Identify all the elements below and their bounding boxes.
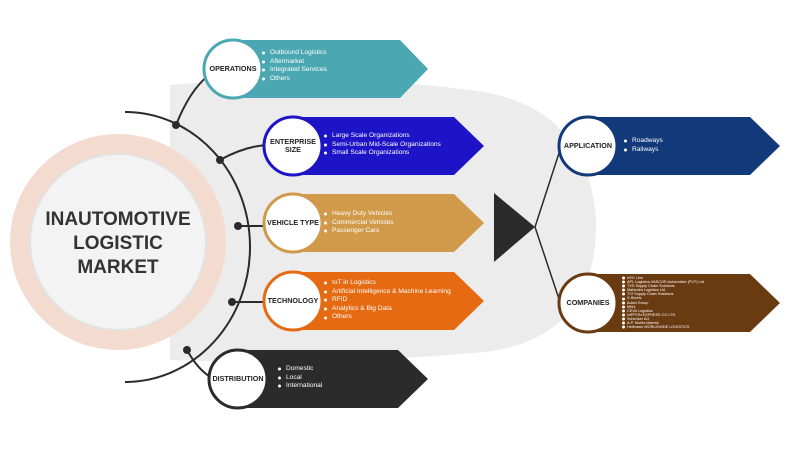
list-item: Passenger Cars xyxy=(324,227,394,236)
connector-arc xyxy=(124,111,251,383)
list-item: Integrated Services xyxy=(262,66,327,75)
list-item: Hellmann WORLDWIDE LOGISTICS xyxy=(622,325,704,329)
list-item: TCI Supply Chain Solutions xyxy=(622,292,704,296)
list-item: Others xyxy=(262,75,327,84)
list-item: MWL xyxy=(622,305,704,309)
list-item: Mahindra Logistics Ltd xyxy=(622,288,704,292)
junction-dot-distribution xyxy=(183,346,191,354)
enterprise-label: ENTERPRISE SIZE xyxy=(270,136,316,154)
list-item: Small Scale Organizations xyxy=(324,149,441,158)
enterprise-items: Large Scale Organizations Semi-Urban Mid… xyxy=(324,132,441,158)
application-arrow xyxy=(588,117,780,175)
list-item: International xyxy=(278,382,322,391)
application-badge xyxy=(557,115,619,177)
central-triangle xyxy=(494,193,535,262)
enterprise-badge xyxy=(262,115,324,177)
list-item: NIPPON EXPRESS CO LTD xyxy=(622,313,704,317)
application-items: Roadways Railways xyxy=(624,137,663,154)
operations-items: Outbound Logistics Aftermarket Integrate… xyxy=(262,49,327,83)
vehicle-badge xyxy=(262,192,324,254)
vehicle-items: Heavy Duty Vehicles Commercial Vehicles … xyxy=(324,210,394,236)
junction-dot-operations xyxy=(172,121,180,129)
main-title-line-2: LOGISTIC xyxy=(73,233,163,255)
distribution-label: DISTRIBUTION xyxy=(212,373,264,383)
list-item: Outbound Logistics xyxy=(262,49,327,58)
companies-label: COMPANIES xyxy=(566,297,610,307)
list-item: Domestic xyxy=(278,365,322,374)
list-item: A.P. Moller-Maersk xyxy=(622,321,704,325)
list-item: Semi-Urban Mid-Scale Organizations xyxy=(324,141,441,150)
list-item: Commercial Vehicles xyxy=(324,219,394,228)
application-label: APPLICATION xyxy=(563,140,613,150)
list-item: X-Steels xyxy=(622,296,704,300)
list-item: TVS Supply Chain Solutions xyxy=(622,284,704,288)
junction-dot-enterprise xyxy=(216,156,224,164)
list-item: Roadways xyxy=(624,137,663,146)
list-item: Adani Group xyxy=(622,301,704,305)
distribution-badge xyxy=(207,348,269,410)
branch-to-application xyxy=(534,149,561,228)
distribution-items: Domestic Local International xyxy=(278,365,322,391)
companies-items: NYK Line APL Logistics VASCOR Automotive… xyxy=(622,276,704,329)
list-item: Large Scale Organizations xyxy=(324,132,441,141)
list-item: IoT in Logistics xyxy=(324,279,451,288)
list-item: Local xyxy=(278,374,322,383)
list-item: NYK Line xyxy=(622,276,704,280)
list-item: Railways xyxy=(624,146,663,155)
main-title-line-3: MARKET xyxy=(77,257,159,279)
main-title-line-1: INAUTOMOTIVE xyxy=(45,209,191,230)
technology-badge xyxy=(262,270,324,332)
junction-dot-vehicle xyxy=(234,222,242,230)
companies-badge xyxy=(557,272,619,334)
list-item: Schenker AG xyxy=(622,317,704,321)
operations-label: OPERATIONS xyxy=(209,63,257,73)
list-item: APL Logistics VASCOR Automotive (PVT) Lt… xyxy=(622,280,704,284)
list-item: CEVA Logistics xyxy=(622,309,704,313)
vehicle-label: VEHICLE TYPE xyxy=(267,217,319,227)
junction-dot-technology xyxy=(228,298,236,306)
list-item: Artificial Intelligence & Machine Learni… xyxy=(324,288,451,297)
branch-to-companies xyxy=(534,226,561,303)
list-item: Analytics & Big Data xyxy=(324,305,451,314)
list-item: Others xyxy=(324,313,451,322)
main-circle xyxy=(29,153,207,331)
list-item: Aftermarket xyxy=(262,58,327,67)
technology-items: IoT in Logistics Artificial Intelligence… xyxy=(324,279,451,322)
technology-label: TECHNOLOGY xyxy=(267,295,319,305)
list-item: RFID xyxy=(324,296,451,305)
list-item: Heavy Duty Vehicles xyxy=(324,210,394,219)
main-title: INAUTOMOTIVE LOGISTIC MARKET xyxy=(38,208,198,280)
